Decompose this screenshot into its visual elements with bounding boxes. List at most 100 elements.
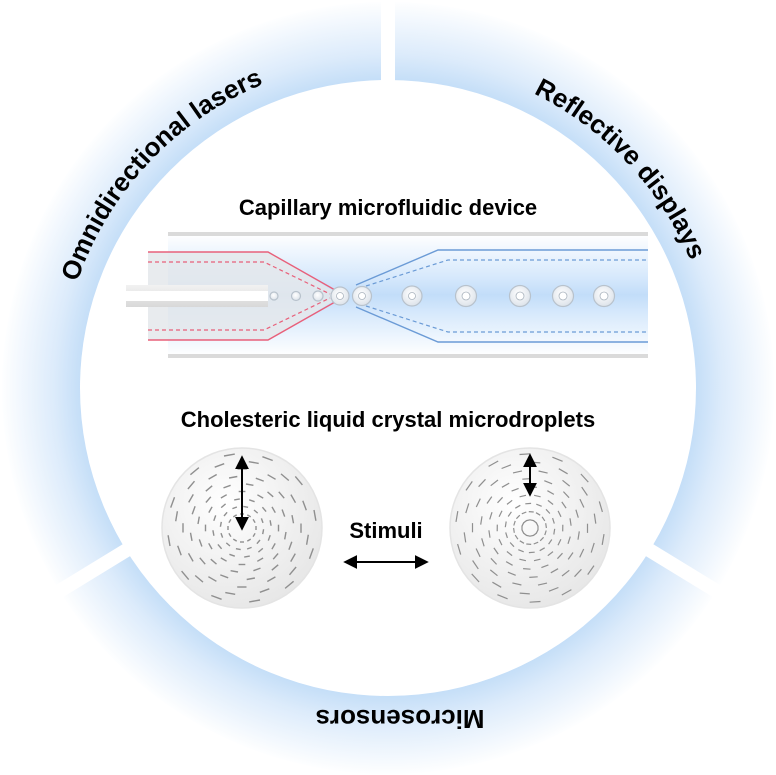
helix-stripe <box>177 545 182 556</box>
helix-stripe <box>288 541 293 550</box>
helix-stripe <box>523 568 531 570</box>
helix-stripe <box>465 503 470 514</box>
helix-stripe <box>579 498 585 508</box>
helix-stripe <box>533 541 539 545</box>
droplet-core <box>515 291 525 301</box>
helix-stripe <box>235 548 241 551</box>
helix-stripe <box>225 591 236 595</box>
helix-stripe <box>529 534 534 537</box>
helix-stripe <box>208 542 213 550</box>
droplet <box>312 290 324 302</box>
helix-stripe <box>198 539 203 547</box>
helix-stripe <box>220 532 224 538</box>
helix-stripe <box>561 569 570 577</box>
helix-stripe <box>541 564 549 569</box>
helix-stripe <box>214 463 225 468</box>
helix-stripe <box>521 511 527 515</box>
helix-stripe <box>515 514 521 520</box>
helix-stripe <box>518 549 524 553</box>
helix-stripe <box>302 500 307 511</box>
helix-stripe <box>188 494 194 503</box>
helix-stripe <box>601 534 605 545</box>
helix-stripe <box>175 511 179 522</box>
helix-stripe <box>490 479 499 487</box>
helix-stripe <box>220 503 227 509</box>
helix-stripe <box>545 523 547 529</box>
helix-stripe <box>248 499 255 503</box>
helix-stripe <box>488 530 491 538</box>
helix-stripe <box>181 570 190 581</box>
helix-stripe <box>593 513 597 524</box>
helix-stripe <box>529 519 534 522</box>
helix-stripe <box>220 494 228 499</box>
helix-stripe <box>475 548 481 558</box>
helix-stripe <box>519 558 527 562</box>
helix-stripe <box>519 592 530 595</box>
helix-stripe <box>498 538 503 546</box>
helix-stripe <box>478 478 486 488</box>
helix-stripe <box>557 539 562 546</box>
helix-stripe <box>257 547 264 553</box>
helix-stripe <box>269 520 272 526</box>
helix-stripe <box>544 480 553 485</box>
helix-stripe <box>284 580 295 589</box>
helix-stripe <box>191 506 196 515</box>
helix-stripe <box>212 530 215 536</box>
injection-capillary-bottom-edge <box>148 301 336 341</box>
helix-stripe <box>590 542 595 553</box>
helix-stripe <box>581 486 588 496</box>
capillary-device <box>126 232 648 358</box>
helix-stripe <box>194 574 204 583</box>
helix-stripe <box>539 536 545 542</box>
helix-stripe <box>580 473 589 483</box>
helix-stripe <box>526 534 531 537</box>
helix-stripe <box>497 594 508 600</box>
helix-stripe <box>539 547 546 552</box>
helical-structure-left <box>167 453 317 603</box>
helix-stripe <box>553 528 556 535</box>
helix-stripe <box>535 512 541 516</box>
helix-stripe <box>465 481 473 491</box>
helix-stripe <box>187 480 196 490</box>
droplet-core <box>558 291 568 301</box>
helix-stripe <box>480 516 483 525</box>
helix-stripe <box>189 467 200 476</box>
droplet-core <box>336 292 344 300</box>
helix-stripe <box>492 581 502 588</box>
helix-stripe <box>513 520 516 526</box>
droplet <box>290 290 302 302</box>
helix-stripe <box>533 558 541 562</box>
helix-stripe <box>538 470 548 474</box>
helix-stripe <box>256 539 261 545</box>
helix-stripe <box>544 530 547 536</box>
helix-stripe <box>537 582 548 586</box>
helix-stripe <box>308 548 314 559</box>
helix-stripe <box>562 479 571 487</box>
helix-stripe <box>472 560 479 570</box>
helix-stripe <box>208 473 218 480</box>
helix-stripe <box>548 539 553 545</box>
helix-stripe <box>533 520 537 524</box>
helix-stripe <box>512 470 523 474</box>
device-title: Capillary microfluidic device <box>239 195 537 220</box>
helix-stripe <box>505 532 508 539</box>
helix-stripe <box>272 553 279 560</box>
helix-stripe <box>252 532 256 538</box>
microdroplet-right <box>449 447 611 609</box>
helix-stripe <box>244 555 250 558</box>
helix-stripe <box>223 484 231 489</box>
helix-stripe <box>210 558 217 565</box>
helix-stripe <box>253 567 261 572</box>
helix-stripe <box>545 508 551 514</box>
helix-stripe <box>230 570 239 573</box>
helix-stripe <box>526 519 531 522</box>
helix-stripe <box>561 589 572 596</box>
helix-stripe <box>550 568 559 574</box>
helix-stripe <box>497 496 504 504</box>
helix-stripe <box>294 475 303 486</box>
helix-stripe <box>547 490 555 495</box>
helix-stripe <box>547 499 554 505</box>
ring-gap-right <box>642 542 722 598</box>
collection-capillary-top-edge <box>355 249 648 286</box>
helix-stripe <box>249 599 261 603</box>
